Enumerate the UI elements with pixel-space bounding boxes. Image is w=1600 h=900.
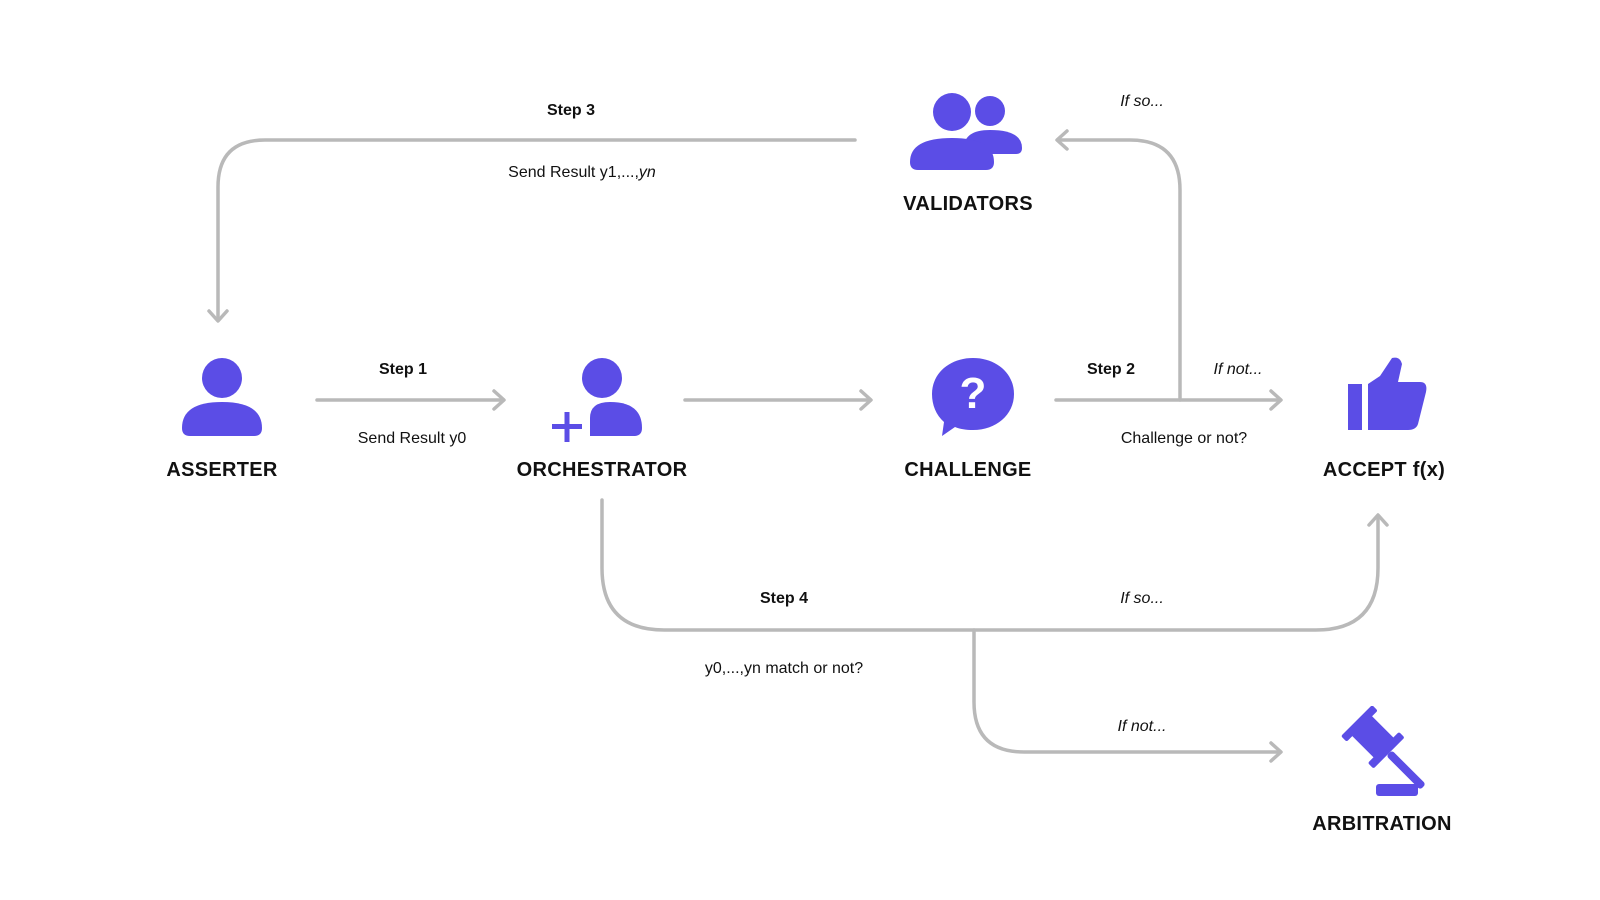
thumbs-up-icon (1348, 357, 1427, 430)
gavel-icon (1341, 706, 1425, 796)
edge-validators-to-asserter (216, 138, 857, 322)
node-label-accept: ACCEPT f(x) (1322, 459, 1446, 481)
node-label-asserter: ASSERTER (166, 459, 278, 481)
node-label-challenge: CHALLENGE (904, 459, 1032, 481)
arrowhead-into-accept (1269, 389, 1283, 411)
step2-if-so: If so... (1120, 93, 1164, 110)
node-label-arbitration: ARBITRATION (1312, 813, 1452, 835)
edge-challenge-to-validators (1056, 138, 1182, 402)
step2-title: Step 2 (1086, 361, 1136, 378)
step4-if-so: If so... (1120, 590, 1164, 607)
question-bubble-icon: ? (932, 358, 1014, 436)
step3-desc-italic: yn (638, 164, 656, 181)
arrowhead-into-challenge (859, 389, 873, 411)
node-label-validators: VALIDATORS (903, 193, 1033, 215)
step2-desc: Challenge or not? (1120, 430, 1248, 447)
node-label-orchestrator: ORCHESTRATOR (516, 459, 688, 481)
step3-title: Step 3 (546, 102, 596, 119)
svg-text:?: ? (960, 369, 987, 418)
arrowhead-into-arbitration (1269, 741, 1283, 763)
user-icon (182, 358, 262, 436)
step4-title: Step 4 (759, 590, 809, 607)
step1-title: Step 1 (378, 361, 428, 378)
user-plus-icon (552, 358, 642, 442)
step3-desc: Send Result y1,...,yn (508, 164, 656, 182)
arrowhead-into-asserter (207, 309, 229, 323)
edge-orchestrator-to-accept (600, 498, 1380, 632)
edge-step4-to-arbitration (972, 628, 1282, 754)
arrowhead-into-validators (1055, 129, 1069, 151)
users-icon (910, 92, 1022, 170)
arrowhead-into-orchestrator (492, 389, 506, 411)
step1-desc: Send Result y0 (357, 430, 467, 447)
step3-desc-main: Send Result y1,..., (508, 164, 639, 181)
arrowhead-into-accept-bottom (1367, 513, 1389, 527)
step2-if-not: If not... (1213, 361, 1263, 378)
step4-desc: y0,...,yn match or not? (704, 660, 864, 677)
step4-if-not: If not... (1117, 718, 1167, 735)
